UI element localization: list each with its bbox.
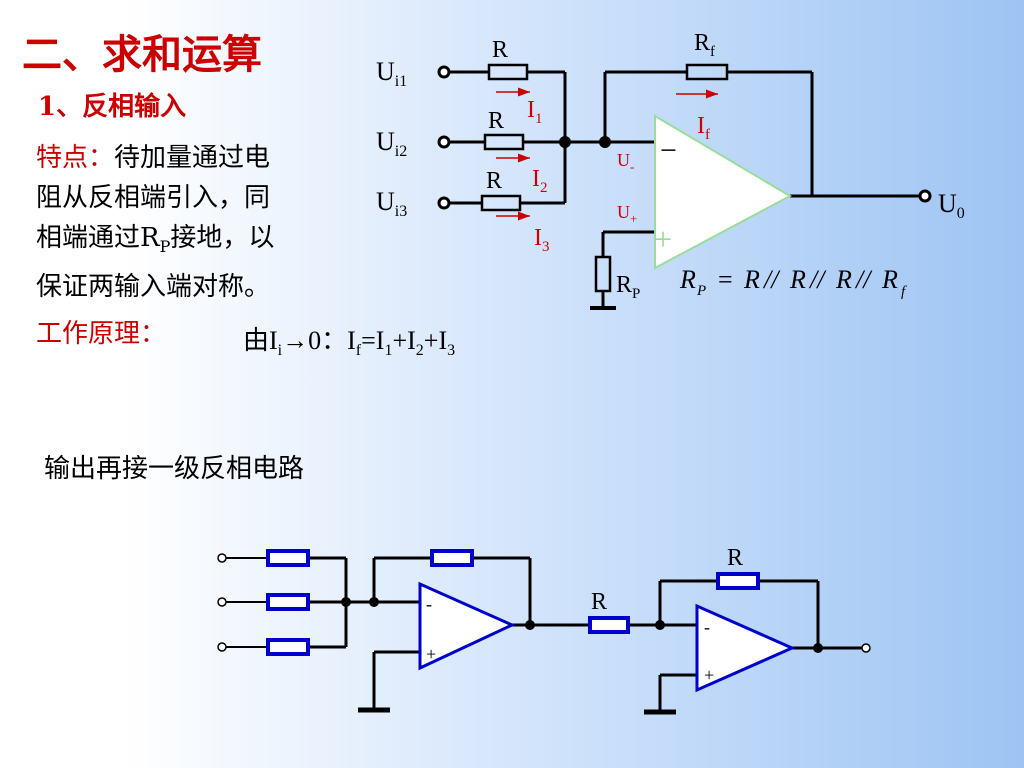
svg-text:R: R — [881, 265, 898, 294]
c2-resistor-in1 — [266, 549, 310, 567]
junction-dot — [599, 136, 611, 148]
input-label-3: Ui3 — [376, 187, 407, 220]
feature-line4: 保证两输入端对称。 — [36, 272, 271, 303]
resistor-r3 — [480, 194, 522, 212]
svg-text:P: P — [696, 283, 706, 299]
svg-text:R: R — [789, 265, 806, 294]
feature-line2: 阻从反相端引入，同 — [36, 183, 271, 213]
section2-heading: 输出再接一级反相电路 — [44, 454, 305, 484]
c2-resistor-mid — [588, 616, 630, 634]
c2-r-label-mid: R — [591, 589, 607, 615]
feature-text: 特点：待加量通过电 阻从反相端引入，同 相端通过RP接地，以 保证两输入端对称。 — [36, 138, 356, 307]
input-label-1: Ui1 — [376, 57, 407, 90]
resistor-label-2: R — [488, 108, 504, 134]
resistor-r2 — [483, 133, 525, 151]
svg-text:R: R — [743, 265, 760, 294]
c2-junction-dot — [341, 597, 351, 607]
feature-line3-sub: P — [159, 237, 171, 257]
c2-amp2-plus: + — [704, 665, 714, 685]
feature-line1: 待加量通过电 — [114, 143, 271, 173]
c2-resistor-in3 — [266, 638, 310, 656]
c2-op-amp-2 — [695, 603, 796, 693]
c2-junction-dot — [369, 597, 379, 607]
output-label: U0 — [938, 189, 965, 222]
feature-line3a: 相端通过R — [36, 223, 160, 253]
two-stage-inverting-circuit — [217, 553, 862, 715]
current-label-i1: I1 — [527, 97, 543, 127]
section-subtitle: 1、反相输入 — [38, 92, 187, 122]
principle-label: 工作原理： — [36, 319, 167, 349]
c2-op-amp-1 — [418, 581, 516, 671]
c2-input-terminal-1 — [217, 553, 227, 563]
summing-amplifier-circuit — [437, 63, 932, 310]
svg-text:=: = — [718, 265, 733, 294]
resistor-rp — [594, 255, 612, 293]
svg-text://: // — [808, 265, 827, 294]
svg-text:f: f — [901, 284, 907, 300]
input-label-2: Ui2 — [376, 127, 407, 160]
resistor-r1 — [487, 63, 529, 81]
c2-input-terminal-2 — [217, 597, 227, 607]
feature-label: 特点： — [36, 143, 115, 173]
c2-input-terminal-3 — [217, 642, 227, 652]
input-terminal-2 — [437, 135, 451, 149]
u-plus-label: U+ — [617, 202, 637, 226]
noninverting-sign: + — [654, 221, 672, 257]
rp-formula: R P = R // R // R // R f — [679, 265, 907, 300]
page-title: 二、求和运算 — [22, 31, 262, 78]
svg-text://: // — [854, 265, 873, 294]
c2-resistor-fb1 — [430, 549, 474, 567]
rp-label: RP — [616, 272, 640, 302]
svg-text:R: R — [679, 265, 696, 294]
resistor-label-3: R — [486, 168, 502, 194]
c2-r-label-feedback: R — [727, 545, 743, 571]
input-terminal-1 — [437, 65, 451, 79]
if-label: If — [697, 113, 710, 143]
input-terminal-3 — [437, 196, 451, 210]
resistor-rf — [685, 63, 729, 81]
junction-dot — [559, 136, 571, 148]
resistor-label-1: R — [492, 37, 508, 63]
c2-output-terminal — [861, 643, 871, 653]
c2-resistor-in2 — [266, 593, 310, 611]
feature-line3b: 接地，以 — [170, 223, 275, 253]
u-minus-label: U- — [617, 150, 634, 174]
rf-label: Rf — [694, 30, 715, 60]
c2-junction-dot — [525, 620, 535, 630]
c2-resistor-fb2 — [716, 572, 760, 590]
principle-formula: 由Ii→0：If=I1+I2+I3 — [243, 326, 456, 360]
c2-junction-dot — [813, 643, 823, 653]
svg-text:R: R — [835, 265, 852, 294]
c2-junction-dot — [655, 620, 665, 630]
c2-amp1-plus: + — [426, 644, 436, 664]
op-amp-triangle — [654, 114, 793, 270]
c2-amp2-minus: - — [704, 617, 710, 637]
inverting-sign: − — [660, 134, 677, 167]
current-label-i3: I3 — [534, 225, 550, 255]
c2-amp1-minus: - — [426, 594, 432, 614]
svg-text://: // — [762, 265, 781, 294]
current-label-i2: I2 — [532, 166, 548, 196]
output-terminal — [918, 189, 932, 203]
c2-resistors — [266, 549, 760, 656]
